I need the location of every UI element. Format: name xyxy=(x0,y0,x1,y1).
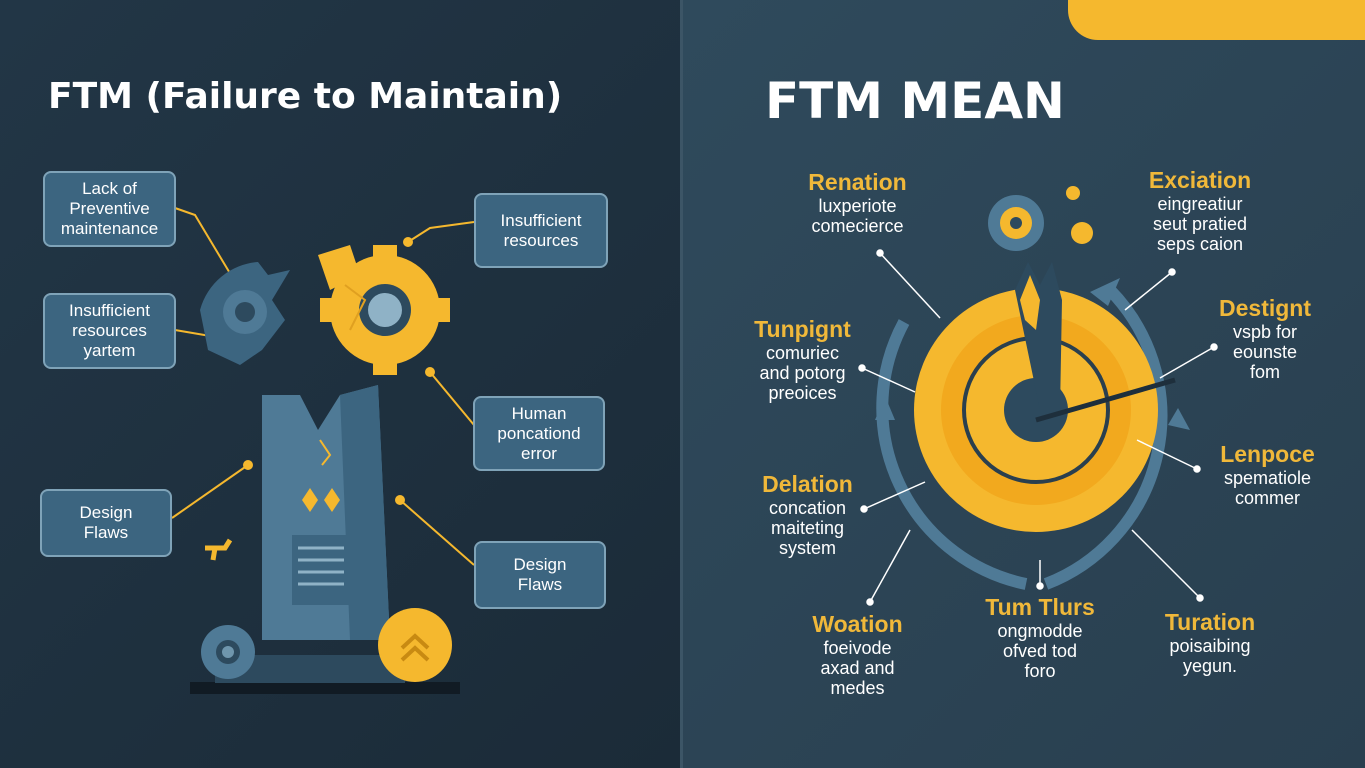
label-heading: Turation xyxy=(1164,609,1256,635)
cause-box-design-right: Design Flaws xyxy=(474,541,606,609)
left-title: FTM (Failure to Maintain) xyxy=(48,76,563,117)
label-heading: Lenpoce xyxy=(1220,441,1315,467)
accent-corner xyxy=(1068,0,1365,40)
label-body: vspb for eounste fom xyxy=(1232,322,1298,382)
label-heading: Exciation xyxy=(1148,167,1252,193)
label-body: luxperiote comecierce xyxy=(811,196,904,236)
right-title: FTM MEAN xyxy=(765,72,1065,130)
cause-box-design-left: Design Flaws xyxy=(40,489,172,557)
label-body: concation maiteting system xyxy=(768,498,847,558)
label-body: foeivode axad and medes xyxy=(820,638,895,698)
label-body: poisaibing yegun. xyxy=(1169,636,1251,676)
label-heading: Tum Tlurs xyxy=(985,594,1095,620)
label-body: eingreatiur seut pratied seps caion xyxy=(1152,194,1248,254)
label-body: spematiole commer xyxy=(1223,468,1312,508)
label-body: comuriec and potorg preoices xyxy=(759,343,846,403)
cause-box-resources-right: Insufficient resources xyxy=(474,193,608,268)
label-heading: Destignt xyxy=(1219,295,1311,321)
machine-illustration xyxy=(171,207,475,694)
divider xyxy=(680,0,683,768)
cause-box-preventive: Lack of Preventive maintenance xyxy=(43,171,176,247)
cause-box-human-error: Human poncationd error xyxy=(473,396,605,471)
label-heading: Woation xyxy=(812,611,903,637)
label-body: ongmodde ofved tod foro xyxy=(997,621,1083,681)
label-heading: Delation xyxy=(762,471,853,497)
label-heading: Renation xyxy=(808,169,907,195)
cause-box-resources-left: Insufficient resources yartem xyxy=(43,293,176,369)
label-heading: Tunpignt xyxy=(754,316,851,342)
